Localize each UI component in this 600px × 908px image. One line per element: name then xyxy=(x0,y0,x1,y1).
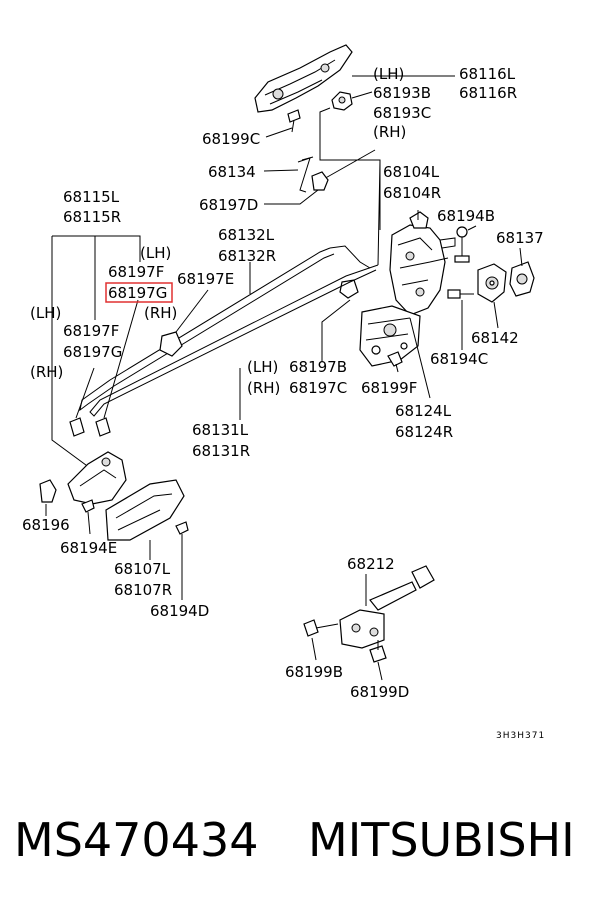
rod-68134 xyxy=(297,149,376,193)
label-68194C: 68194C xyxy=(430,350,488,368)
inside-handle-68107 xyxy=(105,479,185,541)
label-68116R: 68116R xyxy=(459,84,517,102)
screw-68194D xyxy=(175,521,189,600)
rods-68131-68132 xyxy=(79,245,379,417)
bolt-68199B xyxy=(303,619,339,637)
label-lh-3: (LH) xyxy=(30,304,61,322)
outside-handle-part xyxy=(254,44,353,113)
clip-68193 xyxy=(331,91,353,111)
diagram-code: 3H3H371 xyxy=(496,731,545,741)
label-68124R: 68124R xyxy=(395,423,453,441)
label-68116L: 68116L xyxy=(459,65,516,83)
clip-68197F xyxy=(69,417,85,437)
label-68197G-1: 68197G xyxy=(108,284,167,302)
label-68104L: 68104L xyxy=(383,163,440,181)
door-check-68212 xyxy=(339,565,435,649)
inside-handle-base xyxy=(67,451,127,505)
label-68131R: 68131R xyxy=(192,442,250,460)
label-rh-2: (RH) xyxy=(144,304,177,322)
cushion-68137 xyxy=(509,261,535,297)
clip-68197D xyxy=(311,171,329,191)
label-68104R: 68104R xyxy=(383,184,441,202)
label-68134: 68134 xyxy=(208,163,256,181)
screw-68194E xyxy=(81,499,95,535)
label-68199F: 68199F xyxy=(361,379,417,397)
label-68212: 68212 xyxy=(347,555,395,573)
label-68197G-2: 68197G xyxy=(63,343,122,361)
label-68194B: 68194B xyxy=(437,207,495,225)
label-68107L: 68107L xyxy=(114,560,171,578)
label-68193C: 68193C xyxy=(373,104,431,122)
label-68194D: 68194D xyxy=(150,602,209,620)
label-68193B: 68193B xyxy=(373,84,431,102)
label-68197C: 68197C xyxy=(289,379,347,397)
highlight-box xyxy=(105,282,173,303)
label-68137: 68137 xyxy=(496,229,544,247)
label-lh-1: (LH) xyxy=(373,65,404,83)
label-68194E: 68194E xyxy=(60,539,117,557)
label-68199C: 68199C xyxy=(202,130,260,148)
brand-name: MITSUBISHI xyxy=(308,813,575,867)
label-68142: 68142 xyxy=(471,329,519,347)
door-latch-68124 xyxy=(359,305,421,367)
label-68199D: 68199D xyxy=(350,683,409,701)
label-68197F-2: 68197F xyxy=(63,322,119,340)
label-rh-3: (RH) xyxy=(30,363,63,381)
bolt-68194C xyxy=(447,289,474,299)
label-rh-1: (RH) xyxy=(373,123,406,141)
label-68131L: 68131L xyxy=(192,421,249,439)
label-68197F-1: 68197F xyxy=(108,263,164,281)
clip-68197E xyxy=(159,331,183,357)
label-lh-4: (LH) xyxy=(247,358,278,376)
label-68107R: 68107R xyxy=(114,581,172,599)
label-68197D: 68197D xyxy=(199,196,258,214)
label-68196: 68196 xyxy=(22,516,70,534)
label-68132L: 68132L xyxy=(218,226,275,244)
label-68115L: 68115L xyxy=(63,188,120,206)
striker-68142 xyxy=(477,263,507,303)
bolt-68194B xyxy=(454,226,470,263)
screw-68199F xyxy=(387,351,403,373)
label-68197B: 68197B xyxy=(289,358,347,376)
door-lock-actuator xyxy=(389,211,456,316)
label-68199B: 68199B xyxy=(285,663,343,681)
part-number: MS470434 xyxy=(14,813,259,867)
nut-68196 xyxy=(39,479,57,503)
label-68115R: 68115R xyxy=(63,208,121,226)
screw-68199C xyxy=(287,109,301,133)
label-68132R: 68132R xyxy=(218,247,276,265)
label-rh-4: (RH) xyxy=(247,379,280,397)
clip-68197G xyxy=(95,417,111,437)
label-lh-2: (LH) xyxy=(140,244,171,262)
bolt-68199D xyxy=(369,640,387,663)
label-68197E: 68197E xyxy=(177,270,234,288)
label-68124L: 68124L xyxy=(395,402,452,420)
footer: MS470434 MITSUBISHI xyxy=(0,800,600,880)
